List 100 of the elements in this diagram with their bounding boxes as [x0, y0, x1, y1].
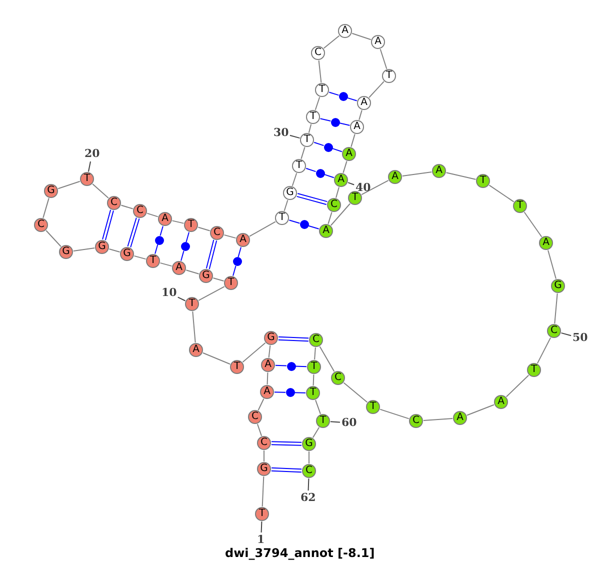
backbone-line	[361, 180, 389, 195]
nucleotide-circle: C	[311, 46, 325, 60]
nucleotide-circle: T	[184, 218, 198, 232]
nucleotide-circle: T	[306, 110, 320, 124]
backbone-line	[108, 248, 120, 252]
base-pair-dot	[180, 242, 190, 251]
nucleotide-circle: C	[133, 204, 147, 218]
backbone-line	[336, 186, 340, 198]
leader-line	[308, 478, 310, 491]
backbone-line	[358, 110, 362, 120]
backbone-line	[256, 424, 262, 436]
nucleotide-circle: T	[255, 507, 269, 521]
backbone-line	[146, 212, 158, 218]
nucleotide-circle: T	[307, 360, 321, 374]
backbone-line	[342, 160, 348, 174]
backbone-line	[466, 404, 494, 416]
nucleotide-circle: T	[476, 174, 490, 188]
backbone-line	[160, 262, 172, 267]
nucleotide-circle: T	[275, 211, 289, 225]
backbone-line	[380, 48, 388, 70]
nucleotide-circle: A	[334, 173, 348, 187]
backbone-line	[268, 344, 271, 358]
nucleotide-circle: C	[107, 196, 121, 210]
base-pair-line	[275, 364, 287, 366]
nucleotide-circle: A	[539, 236, 553, 250]
nucleotide-circle: C	[309, 333, 323, 347]
base-pair-line	[127, 217, 140, 248]
base-pair-dot	[324, 142, 332, 152]
base-pair-line	[296, 193, 328, 205]
base-pair-line	[320, 118, 332, 122]
base-pair-dot	[286, 362, 296, 370]
nucleotide-circle: G	[302, 437, 316, 451]
nucleotide-circle: T	[224, 276, 238, 290]
nucleotide-circle: T	[366, 400, 380, 414]
leader-line	[177, 296, 186, 302]
nucleotide-circle: T	[382, 69, 396, 83]
backbone-line	[249, 221, 276, 237]
backbone-line	[300, 146, 306, 160]
leader-line	[260, 521, 262, 533]
backbone-line	[72, 248, 96, 252]
backbone-line	[262, 476, 264, 507]
backbone-line	[202, 352, 231, 365]
base-pair-line	[288, 220, 300, 224]
base-pair-line	[308, 225, 320, 230]
nucleotide-circle: C	[210, 226, 224, 240]
nucleotide-circle: C	[34, 218, 48, 232]
nucleotide-circle: A	[338, 24, 352, 38]
backbone-line	[134, 255, 146, 260]
backbone-line	[314, 96, 320, 110]
base-pair-line	[278, 336, 310, 342]
base-pair-line	[295, 366, 307, 368]
nucleotide-circle: C	[547, 324, 561, 338]
leader-line	[330, 421, 340, 423]
nucleotide-circle: A	[260, 385, 274, 399]
base-pair-dot	[316, 168, 324, 178]
nucleotide-circle: T	[80, 172, 94, 186]
nucleotide-circle: C	[257, 436, 271, 450]
leader-line	[560, 332, 572, 336]
base-pair-dot	[286, 388, 294, 397]
nucleotide-circle: G	[264, 331, 278, 345]
diagram-title: dwi_3794_annot [-8.1]	[225, 546, 375, 560]
nucleotide-circle: T	[185, 297, 199, 311]
nucleotide-circle: T	[513, 199, 527, 213]
nucleotide-circle: C	[409, 414, 423, 428]
nucleotide-circle: A	[388, 170, 402, 184]
nucleotide-circle: T	[300, 133, 314, 147]
position-number: 62	[300, 492, 316, 504]
base-pair-line	[270, 467, 302, 473]
base-pair-line	[306, 168, 316, 172]
base-pair-dot	[154, 236, 164, 244]
leader-line	[289, 134, 300, 139]
base-pair-dot	[330, 118, 340, 126]
nucleotide-circle: G	[120, 247, 134, 261]
base-pair-line	[314, 142, 324, 146]
backbone-line	[308, 451, 310, 464]
position-number: 20	[84, 148, 100, 160]
backbone-line	[242, 342, 266, 363]
backbone-line	[314, 346, 316, 360]
base-pair-line	[180, 250, 184, 262]
backbone-line	[330, 203, 351, 226]
base-pair-line	[154, 244, 158, 254]
backbone-line	[350, 134, 356, 148]
backbone-line	[536, 337, 552, 364]
base-pair-line	[294, 392, 306, 394]
base-pair-line	[238, 246, 242, 258]
base-pair-line	[102, 209, 114, 241]
backbone-line	[198, 226, 210, 232]
base-pair-line	[332, 148, 342, 152]
nucleotide-circle: A	[371, 35, 385, 49]
nucleotide-circle: G	[257, 462, 271, 476]
backbone-line	[258, 398, 264, 411]
nucleotide-circle: A	[432, 164, 446, 178]
backbone-line	[380, 408, 410, 420]
base-pair-line	[160, 226, 164, 236]
position-number: 50	[572, 332, 588, 344]
backbone-line	[308, 124, 312, 134]
base-pair-line	[232, 265, 236, 276]
base-pair-line	[274, 392, 286, 393]
base-pair-line	[186, 232, 190, 243]
nucleotide-circle: A	[261, 358, 275, 372]
